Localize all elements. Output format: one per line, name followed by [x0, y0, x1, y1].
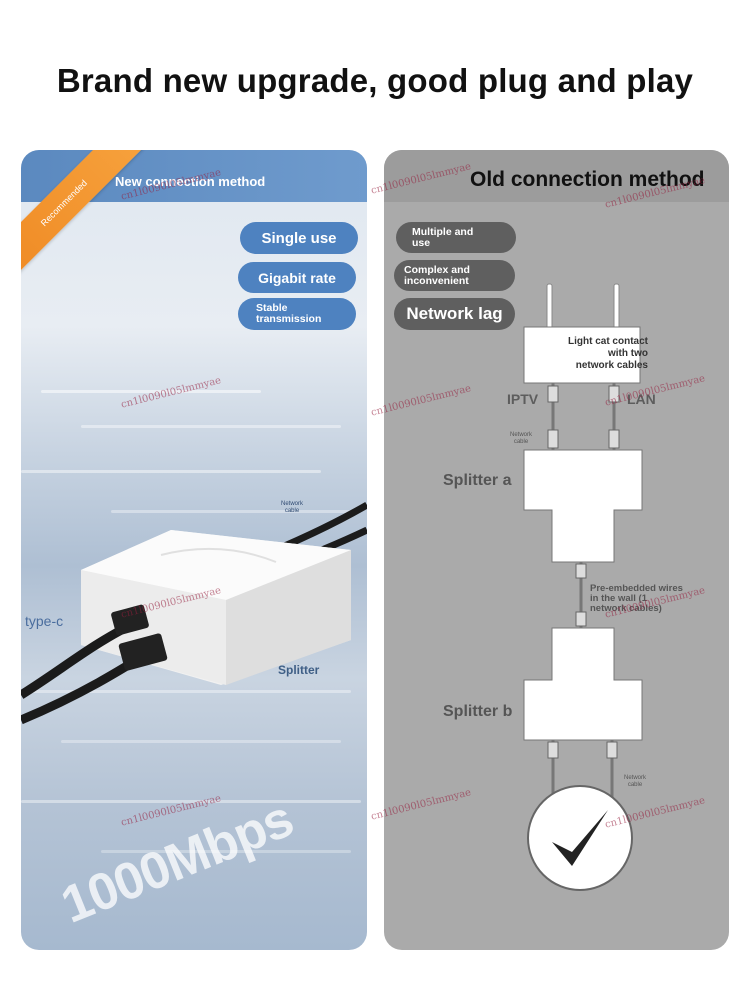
feature-pill-gigabit-rate: Gigabit rate: [238, 262, 356, 293]
old-connection-diagram: [523, 283, 643, 800]
new-method-title: New connection method: [115, 174, 266, 189]
pre-embedded-wire-label: Pre-embedded wires in the wall (1 networ…: [590, 583, 683, 614]
network-cable-label-new: Network cable: [280, 501, 303, 514]
feature-pill-single-use: Single use: [240, 222, 358, 254]
splitter-b-label: Splitter b: [443, 703, 513, 720]
old-connection-panel: Old connection method Multiple and use C…: [384, 150, 729, 950]
feature-pill-stable-transmission: Stable transmission: [238, 298, 356, 330]
network-cable-label-bottom: Network cable: [623, 775, 646, 788]
old-method-title: Old connection method: [470, 168, 705, 191]
old-method-header: [384, 150, 729, 202]
splitter-label-new: Splitter: [278, 663, 320, 677]
splitter-product-illustration: [21, 501, 367, 725]
page-headline: Brand new upgrade, good plug and play: [56, 62, 694, 99]
drawback-pill-multiple-use: Multiple and use: [396, 222, 516, 253]
network-cable-label-top: Network cable: [509, 432, 532, 445]
light-cat-text: Light cat contact with two network cable…: [567, 336, 648, 371]
check-mark-icon: [527, 785, 633, 891]
drawback-pill-complex: Complex and inconvenient: [394, 260, 515, 291]
port-label-iptv: IPTV: [507, 391, 539, 407]
new-connection-panel: New connection method Recommended Single…: [21, 150, 367, 950]
typec-label: type-c: [25, 613, 64, 629]
drawback-pill-network-lag: Network lag: [394, 298, 515, 330]
port-label-lan: LAN: [627, 391, 656, 407]
splitter-a-label: Splitter a: [443, 472, 512, 489]
